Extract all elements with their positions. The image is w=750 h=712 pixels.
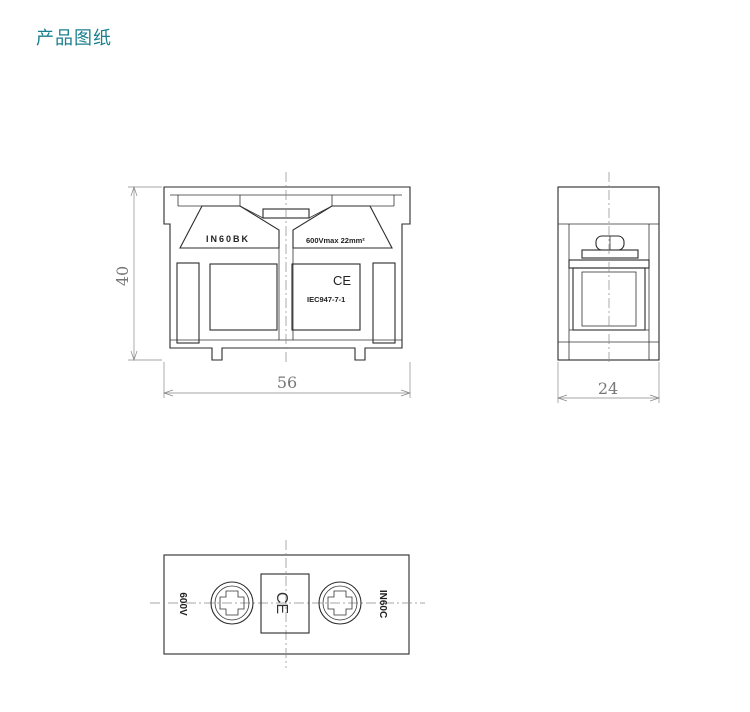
height-value: 40: [113, 266, 132, 286]
label-panel-left: [179, 205, 280, 249]
side-slot-left: [176, 262, 200, 344]
side-view: 24: [556, 172, 661, 403]
height-dimension: 40: [113, 185, 162, 362]
top-left-label: 600V: [177, 592, 188, 616]
page-title: 产品图纸: [36, 28, 112, 49]
top-edge: [177, 195, 395, 207]
top-ce-mark: CE: [273, 592, 290, 614]
standard-label: IEC947-7-1: [307, 295, 345, 304]
center-label-block: [260, 573, 310, 634]
top-right-label: IN60C: [377, 590, 388, 618]
screw-right: [318, 581, 362, 625]
top-view-outline: [163, 554, 410, 655]
screw-left: [210, 581, 254, 625]
ce-mark: CE: [333, 273, 351, 288]
side-slot-right: [372, 262, 396, 344]
side-width-dimension: 24: [556, 362, 661, 403]
front-view-outline: [163, 186, 411, 361]
side-width-value: 24: [598, 379, 618, 398]
panel-bevel: [239, 205, 333, 219]
window-right: [291, 263, 361, 331]
width-dimension: 56: [162, 362, 412, 398]
side-view-outline: [557, 186, 660, 361]
rating-label: 600Vmax 22mm²: [306, 236, 365, 245]
model-label: IN60BK: [206, 234, 250, 244]
front-view: IN60BK 600Vmax 22mm² CE IEC947-7-1 40 56: [113, 172, 412, 398]
label-panel-right: [292, 205, 393, 249]
width-value: 56: [277, 373, 297, 392]
window-left: [209, 263, 278, 331]
screw-washer: [581, 249, 639, 259]
top-view: CE 600V IN60C: [150, 540, 425, 668]
